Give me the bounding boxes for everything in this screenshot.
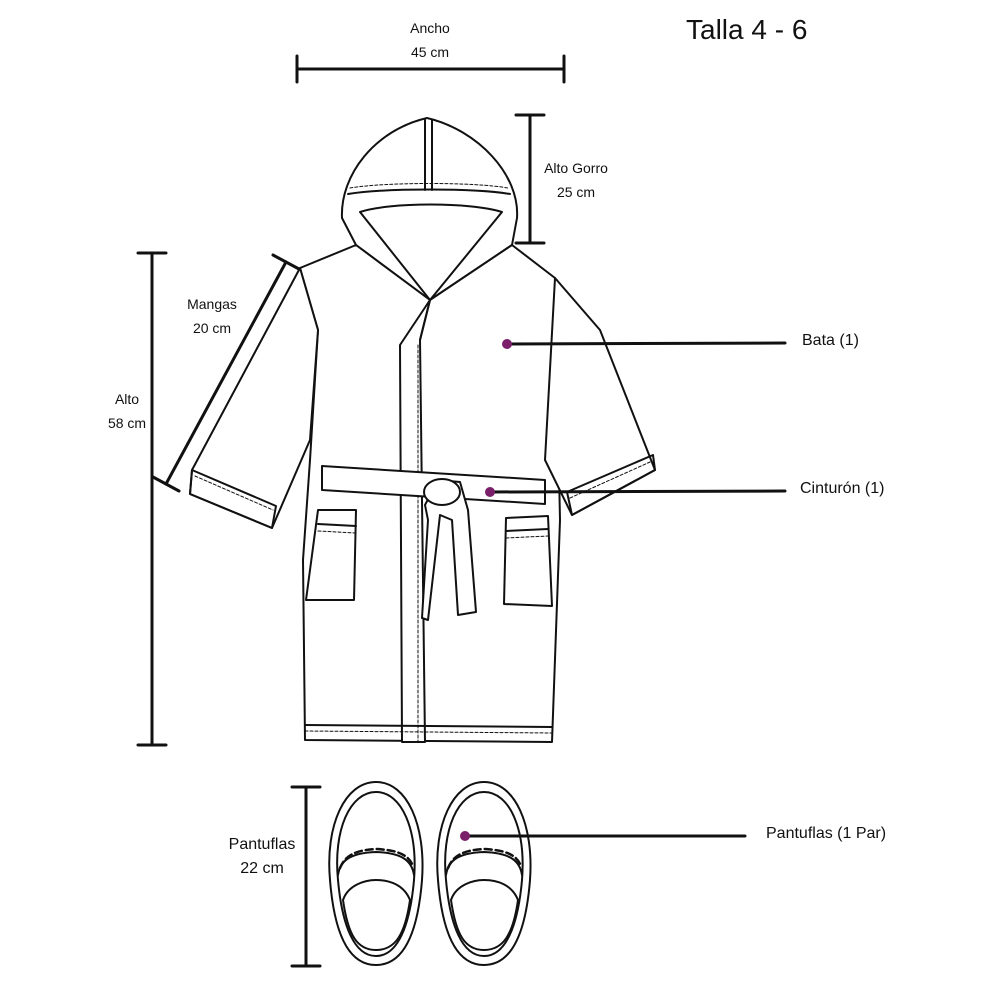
ancho-label-name: Ancho — [410, 20, 450, 36]
pantuflas-dimension-label: Pantuflas 22 cm — [222, 833, 302, 881]
pantuflas-dimension-label-value: 22 cm — [240, 860, 284, 877]
mangas-label-name: Mangas — [187, 296, 237, 312]
ancho-label-value: 45 cm — [410, 44, 450, 60]
bata-callout: Bata (1) — [802, 332, 859, 349]
ancho-dimension-bar — [295, 54, 566, 84]
alto-gorro-dimension-bar — [514, 113, 546, 245]
cinturon-marker-dot — [485, 487, 495, 497]
left-slipper — [328, 781, 424, 966]
bata-marker-dot — [502, 339, 512, 349]
ancho-label: Ancho 45 cm — [390, 16, 470, 64]
bata-leader-line — [505, 341, 787, 346]
alto-label-name: Alto — [114, 391, 140, 407]
alto-gorro-label-name: Alto Gorro — [544, 160, 608, 176]
slippers-drawing — [328, 781, 532, 966]
pantuflas-callout: Pantuflas (1 Par) — [766, 825, 887, 842]
cinturon-leader-line — [488, 489, 787, 494]
size-title: Talla 4 - 6 — [686, 14, 808, 45]
alto-label: Alto 58 cm — [92, 387, 162, 435]
robe-drawing — [189, 117, 656, 743]
cinturon-callout: Cinturón (1) — [800, 480, 885, 497]
mangas-label: Mangas 20 cm — [172, 292, 252, 340]
right-slipper — [436, 781, 532, 966]
alto-label-value: 58 cm — [107, 415, 147, 431]
pantuflas-dimension-label-name: Pantuflas — [228, 836, 296, 853]
pantuflas-marker-dot — [460, 831, 470, 841]
pantuflas-dimension-bar — [290, 785, 322, 968]
alto-gorro-label-value: 25 cm — [556, 184, 596, 200]
mangas-dimension-bar — [151, 253, 301, 493]
alto-gorro-label: Alto Gorro 25 cm — [536, 156, 616, 204]
mangas-label-value: 20 cm — [192, 320, 232, 336]
alto-dimension-bar — [136, 251, 168, 747]
